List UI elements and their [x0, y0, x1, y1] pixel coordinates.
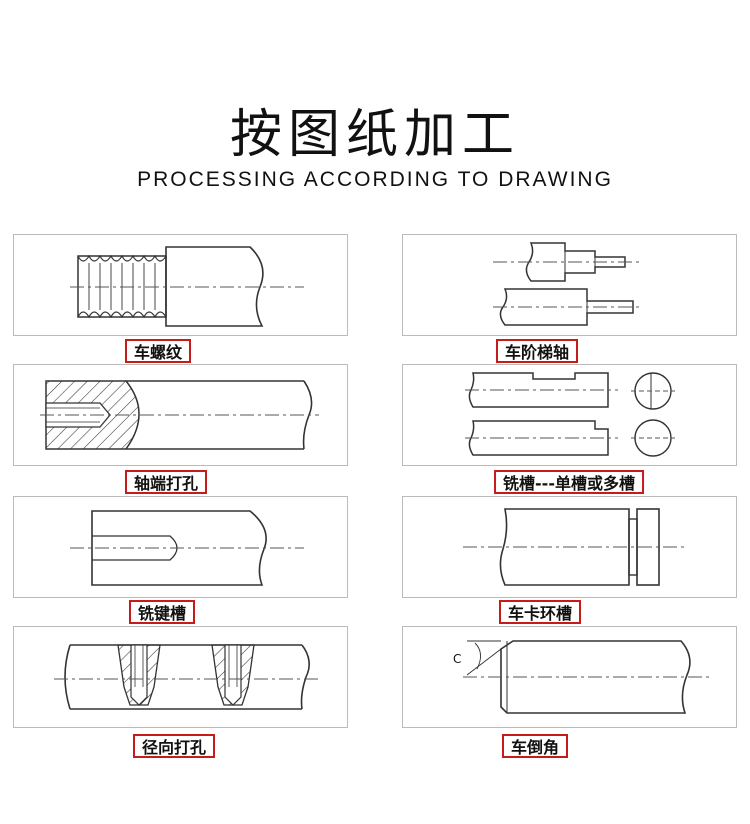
end-hole-drilling-drawing: [40, 380, 319, 450]
chamfer-symbol: C: [453, 652, 461, 666]
label-thread-turning: 车螺纹: [124, 339, 192, 363]
label-end-hole-drilling: 轴端打孔: [124, 470, 208, 494]
circlip-groove-drawing: [463, 508, 688, 586]
panel-keyway-milling: [13, 496, 348, 598]
chamfer-turning-drawing: C: [453, 640, 713, 714]
panel-thread-turning: [13, 234, 348, 336]
thread-turning-drawing: [70, 246, 304, 327]
panel-radial-drilling: [13, 626, 348, 728]
panel-end-hole-drilling: [13, 364, 348, 466]
page-subtitle: PROCESSING ACCORDING TO DRAWING: [137, 168, 613, 191]
panel-stepped-shaft: [402, 234, 737, 336]
milling-slots-drawing: [465, 372, 675, 457]
stepped-shaft-drawing: [493, 242, 643, 326]
label-stepped-shaft: 车阶梯轴: [495, 339, 579, 363]
label-chamfer-turning: 车倒角: [501, 734, 569, 758]
label-keyway-milling: 铣键槽: [128, 600, 196, 624]
keyway-milling-drawing: [70, 510, 304, 586]
label-radial-drilling: 径向打孔: [132, 734, 216, 758]
panel-chamfer-turning: C: [402, 626, 737, 728]
panel-milling-slots: [402, 364, 737, 466]
radial-drilling-drawing: [54, 644, 319, 710]
label-circlip-groove: 车卡环槽: [498, 600, 582, 624]
page-title: 按图纸加工: [229, 105, 520, 165]
label-milling-slots: 铣槽---单槽或多槽: [494, 470, 644, 494]
panel-circlip-groove: [402, 496, 737, 598]
